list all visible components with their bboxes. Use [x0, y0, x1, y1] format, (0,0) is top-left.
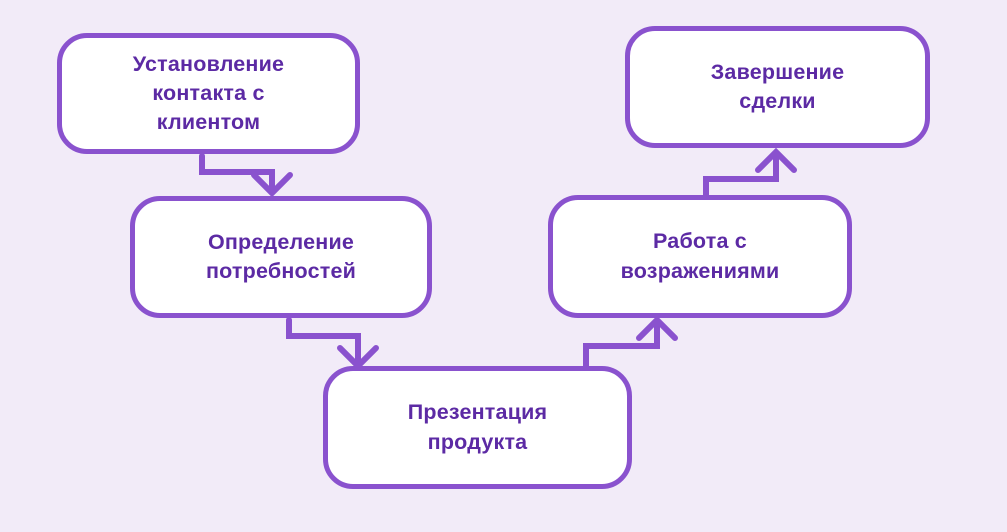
node-product-presentation: Презентация продукта	[323, 366, 632, 489]
node-handle-objections-label: Работа с возражениями	[620, 229, 780, 283]
connector-establish-contact-to-identify-needs	[199, 153, 293, 198]
connector-identify-needs-to-product-presentation	[286, 317, 379, 371]
node-identify-needs: Определение потребностей	[130, 196, 432, 318]
node-handle-objections: Работа с возражениями	[548, 195, 852, 318]
node-close-deal: Завершение сделки	[625, 26, 930, 148]
node-close-deal-label: Завершение сделки	[710, 59, 845, 113]
connector-product-presentation-to-handle-objections	[583, 315, 678, 369]
node-product-presentation-label: Презентация продукта	[407, 400, 548, 454]
connector-handle-objections-to-close-deal	[703, 147, 797, 198]
node-establish-contact: Установление контакта с клиентом	[57, 33, 360, 154]
node-identify-needs-label: Определение потребностей	[205, 229, 357, 283]
node-establish-contact-label: Установление контакта с клиентом	[132, 51, 285, 134]
